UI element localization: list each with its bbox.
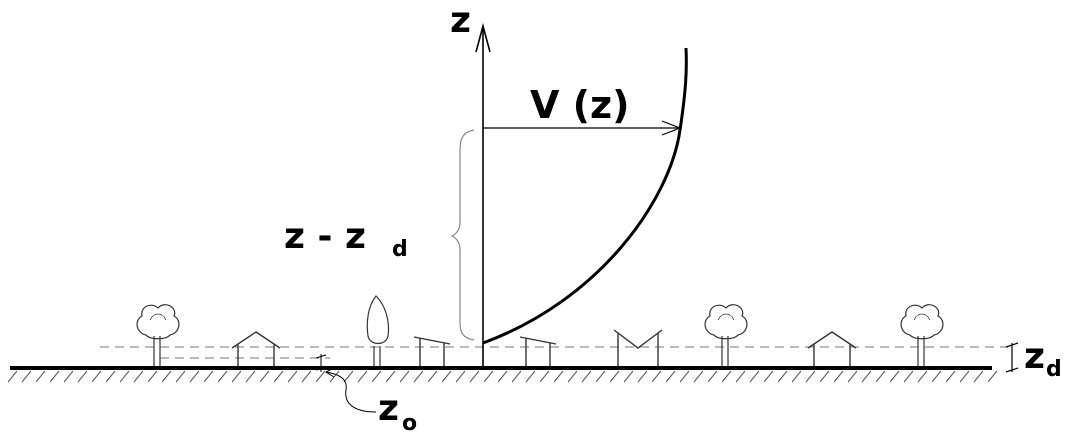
hatch-mark [35, 370, 46, 383]
hatch-mark [343, 370, 354, 383]
hatch-mark [315, 370, 326, 383]
ground-hatching [7, 370, 998, 383]
hatch-mark [427, 370, 438, 383]
zd-label-subscript: d [1046, 357, 1062, 382]
height-label-main: z - z [284, 216, 366, 257]
hatch-mark [917, 370, 928, 383]
hatch-mark [679, 370, 690, 383]
hatch-mark [651, 370, 662, 383]
hatch-mark [399, 370, 410, 383]
z-axis-label: z [450, 0, 471, 41]
z-axis [475, 22, 491, 368]
hatch-mark [805, 370, 816, 383]
hatch-mark [273, 370, 284, 383]
hatch-mark [931, 370, 942, 383]
hatch-mark [441, 370, 452, 383]
hatch-mark [903, 370, 914, 383]
hatch-mark [959, 370, 970, 383]
hatch-mark [707, 370, 718, 383]
hatch-mark [511, 370, 522, 383]
hatch-mark [595, 370, 606, 383]
velocity-arrow [483, 120, 682, 136]
hatch-mark [77, 370, 88, 383]
hatch-mark [553, 370, 564, 383]
hatch-mark [637, 370, 648, 383]
hatch-mark [245, 370, 256, 383]
hatch-mark [721, 370, 732, 383]
hatch-mark [259, 370, 270, 383]
hatch-mark [819, 370, 830, 383]
shed-building-icon [519, 336, 557, 366]
tree-icon [136, 304, 180, 366]
velocity-profile-curve [482, 47, 688, 345]
hatch-mark [413, 370, 424, 383]
shed-building-icon [413, 336, 451, 366]
hatch-mark [161, 370, 172, 383]
hatch-mark [875, 370, 886, 383]
hatch-mark [973, 370, 984, 383]
tree-icon [704, 304, 748, 366]
hatch-mark [371, 370, 382, 383]
hatch-mark [609, 370, 620, 383]
hatch-mark [833, 370, 844, 383]
hatch-mark [203, 370, 214, 383]
z0-label-main: z [378, 388, 399, 429]
hatch-mark [665, 370, 676, 383]
house-icon [807, 331, 857, 366]
hatch-mark [301, 370, 312, 383]
hatch-mark [497, 370, 508, 383]
hatch-mark [231, 370, 242, 383]
v-roof-building-icon [613, 329, 663, 366]
hatch-mark [567, 370, 578, 383]
z0-marker [315, 354, 377, 413]
hatch-mark [21, 370, 32, 383]
hatch-mark [119, 370, 130, 383]
hatch-mark [133, 370, 144, 383]
hatch-mark [889, 370, 900, 383]
zd-label-main: z [1024, 336, 1045, 377]
hatch-mark [945, 370, 956, 383]
hatch-mark [847, 370, 858, 383]
hatch-mark [63, 370, 74, 383]
hatch-mark [105, 370, 116, 383]
height-label-subscript: d [392, 237, 408, 262]
hatch-mark [455, 370, 466, 383]
hatch-mark [525, 370, 536, 383]
hatch-mark [735, 370, 746, 383]
hatch-mark [777, 370, 788, 383]
velocity-label: V (z) [530, 83, 630, 127]
tree-icon [900, 304, 944, 366]
hatch-mark [217, 370, 228, 383]
hatch-mark [483, 370, 494, 383]
poplar-tree-icon [366, 295, 390, 366]
z0-label-subscript: o [402, 411, 417, 432]
hatch-mark [861, 370, 872, 383]
hatch-mark [7, 370, 18, 383]
hatch-mark [749, 370, 760, 383]
hatch-mark [329, 370, 340, 383]
hatch-mark [763, 370, 774, 383]
hatch-mark [469, 370, 480, 383]
hatch-mark [623, 370, 634, 383]
hatch-mark [287, 370, 298, 383]
hatch-mark [581, 370, 592, 383]
hatch-mark [693, 370, 704, 383]
height-brace [450, 129, 475, 341]
hatch-mark [987, 370, 998, 383]
hatch-mark [357, 370, 368, 383]
house-icon [231, 331, 281, 366]
zd-marker [1005, 342, 1019, 373]
hatch-mark [91, 370, 102, 383]
hatch-mark [147, 370, 158, 383]
hatch-mark [189, 370, 200, 383]
hatch-mark [791, 370, 802, 383]
hatch-mark [175, 370, 186, 383]
hatch-mark [49, 370, 60, 383]
zd-dashed-lines [100, 346, 1008, 359]
hatch-mark [539, 370, 550, 383]
hatch-mark [385, 370, 396, 383]
